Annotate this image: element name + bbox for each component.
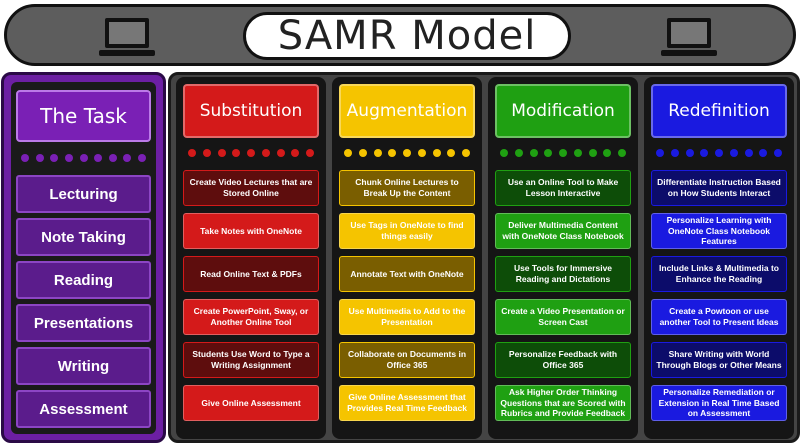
task-panel: The Task Lecturing Note Taking Reading P…: [1, 72, 166, 443]
task-item-reading: Reading: [16, 261, 151, 299]
dot-divider: [188, 149, 314, 157]
laptop-icon: [97, 16, 157, 65]
samr-card: Create PowerPoint, Sway, or Another Onli…: [183, 299, 319, 335]
task-dot-divider: [21, 154, 146, 162]
samr-card: Take Notes with OneNote: [183, 213, 319, 249]
samr-card: Chunk Online Lectures to Break Up the Co…: [339, 170, 475, 206]
column-header-modification: Modification: [495, 84, 631, 138]
samr-card: Use Tools for Immersive Reading and Dict…: [495, 256, 631, 292]
column-header-substitution: Substitution: [183, 84, 319, 138]
samr-card: Personalize Remediation or Extension in …: [651, 385, 787, 421]
task-item-note-taking: Note Taking: [16, 218, 151, 256]
column-header-augmentation: Augmentation: [339, 84, 475, 138]
laptop-icon: [659, 16, 719, 65]
samr-card: Ask Higher Order Thinking Questions that…: [495, 385, 631, 421]
title-banner: SAMR Model: [4, 4, 796, 66]
samr-card: Collaborate on Documents in Office 365: [339, 342, 475, 378]
samr-card: Personalize Feedback with Office 365: [495, 342, 631, 378]
samr-card: Give Online Assessment that Provides Rea…: [339, 385, 475, 421]
samr-card: Annotate Text with OneNote: [339, 256, 475, 292]
task-column: The Task Lecturing Note Taking Reading P…: [11, 82, 156, 434]
samr-card: Students Use Word to Type a Writing Assi…: [183, 342, 319, 378]
samr-card: Use an Online Tool to Make Lesson Intera…: [495, 170, 631, 206]
samr-card: Personalize Learning with OneNote Class …: [651, 213, 787, 249]
samr-card: Use Multimedia to Add to the Presentatio…: [339, 299, 475, 335]
samr-card: Give Online Assessment: [183, 385, 319, 421]
column-header-redefinition: Redefinition: [651, 84, 787, 138]
samr-card: Read Online Text & PDFs: [183, 256, 319, 292]
samr-card: Create a Video Presentation or Screen Ca…: [495, 299, 631, 335]
samr-card: Deliver Multimedia Content with OneNote …: [495, 213, 631, 249]
dot-divider: [500, 149, 626, 157]
task-header: The Task: [16, 90, 151, 142]
dot-divider: [656, 149, 782, 157]
dot-divider: [344, 149, 470, 157]
samr-card: Use Tags in OneNote to find things easil…: [339, 213, 475, 249]
samr-card: Create Video Lectures that are Stored On…: [183, 170, 319, 206]
task-item-lecturing: Lecturing: [16, 175, 151, 213]
samr-card: Include Links & Multimedia to Enhance th…: [651, 256, 787, 292]
page-title: SAMR Model: [277, 13, 537, 59]
task-item-presentations: Presentations: [16, 304, 151, 342]
title-box: SAMR Model: [243, 12, 571, 60]
task-item-writing: Writing: [16, 347, 151, 385]
samr-card: Differentiate Instruction Based on How S…: [651, 170, 787, 206]
samr-card: Share Writing with World Through Blogs o…: [651, 342, 787, 378]
task-item-assessment: Assessment: [16, 390, 151, 428]
samr-card: Create a Powtoon or use another Tool to …: [651, 299, 787, 335]
